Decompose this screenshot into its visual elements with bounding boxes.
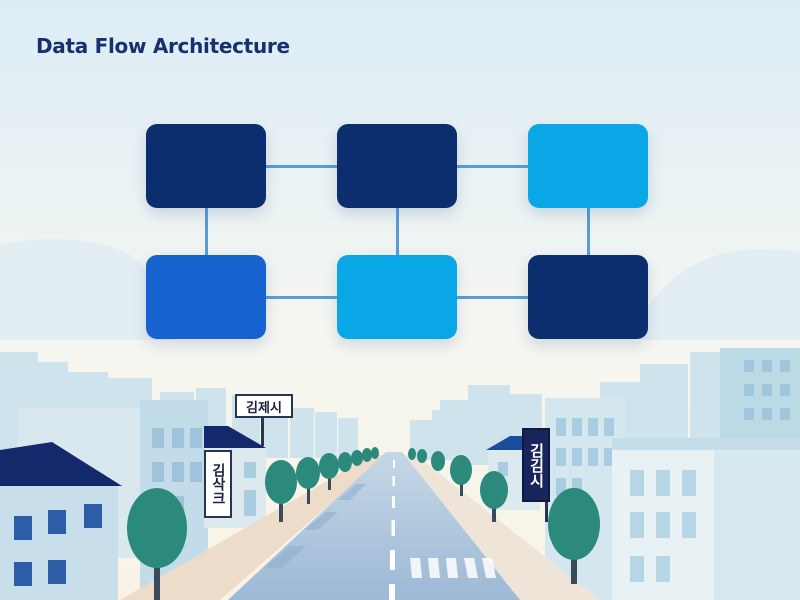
building-right-front	[612, 438, 800, 600]
street-sign-left: 김삭크	[204, 450, 232, 518]
node-n2	[337, 124, 457, 208]
sidewalk-left	[120, 455, 386, 600]
road-center-line	[389, 460, 395, 600]
node-n1	[146, 124, 266, 208]
trees-left	[127, 447, 379, 600]
street-sign-top: 김제시	[235, 394, 293, 418]
edge-n2-n5	[396, 208, 399, 255]
house-left-front	[0, 442, 122, 600]
edge-n3-n6	[587, 208, 590, 255]
edge-n1-n4	[205, 208, 208, 255]
hill-right	[640, 249, 800, 340]
edge-n2-n3	[457, 165, 529, 168]
node-n3	[528, 124, 648, 208]
crosswalk	[410, 558, 496, 578]
edge-n5-n6	[457, 296, 529, 299]
hill-left	[0, 238, 175, 340]
sidewalk-right	[402, 455, 600, 600]
node-n5	[337, 255, 457, 339]
edge-n4-n5	[266, 296, 338, 299]
node-n4	[146, 255, 266, 339]
diagram-title: Data Flow Architecture	[36, 34, 290, 58]
sign-pole-center	[261, 416, 264, 446]
edge-n1-n2	[266, 165, 338, 168]
node-n6	[528, 255, 648, 339]
trees-right	[408, 448, 600, 584]
street-sign-right: 김김시	[522, 428, 550, 502]
